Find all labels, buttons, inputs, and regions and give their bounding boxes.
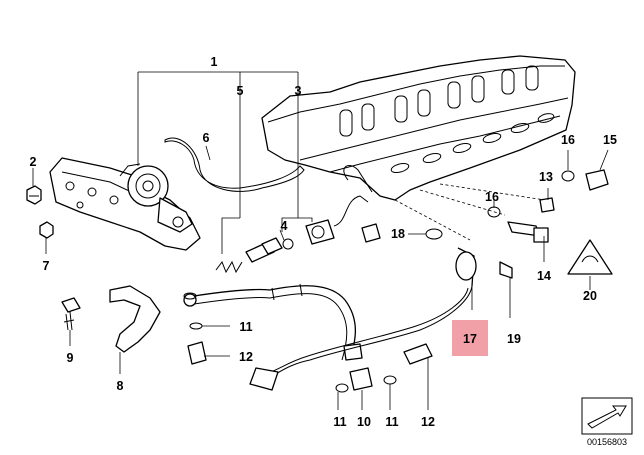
banjo-bolt-12 xyxy=(187,341,433,365)
leader-lines xyxy=(32,71,609,410)
gasket xyxy=(164,137,305,192)
callout-numbers: 1 5 3 6 2 4 7 9 8 11 12 11 10 11 12 18 1… xyxy=(30,55,617,429)
screw-19 xyxy=(499,261,513,279)
callout-3: 3 xyxy=(295,84,302,98)
bracket xyxy=(109,285,161,353)
callout-19: 19 xyxy=(507,332,521,346)
screw-2 xyxy=(26,185,42,205)
sensor-14 xyxy=(507,221,549,243)
cylinder-head xyxy=(261,55,576,241)
oil-pipe xyxy=(183,283,373,391)
callout-2: 2 xyxy=(30,155,37,169)
callout-18: 18 xyxy=(391,227,405,241)
callout-16b: 16 xyxy=(485,190,499,204)
solenoid-valve xyxy=(305,195,381,245)
callout-17: 17 xyxy=(463,332,477,346)
callout-9: 9 xyxy=(67,351,74,365)
vanos-unit xyxy=(49,157,201,251)
callout-4: 4 xyxy=(281,219,288,233)
callout-11a: 11 xyxy=(239,320,252,334)
highlight-box-17 xyxy=(452,320,488,356)
callout-11c: 11 xyxy=(385,415,398,429)
callout-12b: 12 xyxy=(421,415,435,429)
callout-13: 13 xyxy=(539,170,553,184)
callout-16a: 16 xyxy=(561,133,575,147)
callout-14: 14 xyxy=(537,269,551,283)
ring-16 xyxy=(487,170,575,218)
callout-10: 10 xyxy=(357,415,371,429)
arrow-icon xyxy=(587,405,627,429)
sealing-ring-18 xyxy=(425,228,443,240)
callout-15: 15 xyxy=(603,133,617,147)
callout-5: 5 xyxy=(237,84,244,98)
callout-7: 7 xyxy=(43,259,50,273)
sensor-cable xyxy=(249,247,477,391)
callout-1: 1 xyxy=(211,55,218,69)
callout-6: 6 xyxy=(203,131,210,145)
warning-triangle-icon xyxy=(567,239,613,275)
reference-box: 00156803 xyxy=(581,397,633,447)
screw-7 xyxy=(39,221,54,239)
callout-20: 20 xyxy=(583,289,597,303)
callout-12a: 12 xyxy=(239,350,253,364)
plug-15 xyxy=(585,169,609,191)
diagram-code: 00156803 xyxy=(587,437,627,447)
callout-11b: 11 xyxy=(333,415,346,429)
spring-and-piston xyxy=(215,237,294,274)
callout-8: 8 xyxy=(117,379,124,393)
plug-13 xyxy=(539,197,555,213)
bolt-9 xyxy=(61,297,81,331)
